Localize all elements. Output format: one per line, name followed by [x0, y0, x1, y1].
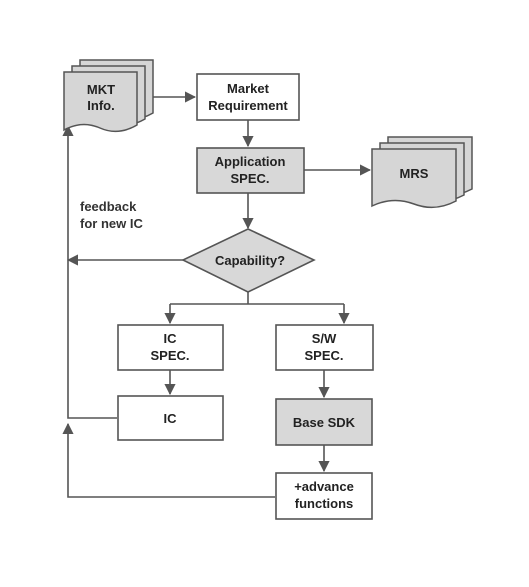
mkt-info-line-1: MKT [87, 82, 115, 97]
base-sdk-box: Base SDK [275, 398, 373, 446]
advance-functions-line-2: functions [295, 496, 354, 511]
advance-functions-line-1: +advance [294, 479, 354, 494]
mkt-info-document: MKT Info. [63, 59, 154, 133]
application-spec-line-2: SPEC. [230, 171, 269, 186]
ic-spec-line-2: SPEC. [150, 348, 189, 363]
arrow-ic-feedback-to-mkt [62, 124, 117, 419]
mkt-info-line-2: Info. [87, 98, 114, 113]
application-spec-box: Application SPEC. [196, 147, 305, 194]
capability-decision: Capability? [181, 228, 316, 293]
market-requirement-line-2: Requirement [208, 98, 288, 113]
sw-spec-line-1: S/W [312, 331, 337, 346]
market-requirement-box: Market Requirement [196, 73, 300, 121]
base-sdk-label: Base SDK [293, 415, 356, 430]
market-requirement-line-1: Market [227, 81, 270, 96]
feedback-label-line-2: for new IC [80, 216, 143, 231]
connectors [62, 91, 372, 498]
mrs-label: MRS [400, 166, 429, 181]
ic-label: IC [164, 411, 178, 426]
capability-label: Capability? [215, 253, 285, 268]
sw-spec-box: S/W SPEC. [275, 324, 374, 371]
arrow-advance-feedback [62, 422, 275, 498]
ic-box: IC [117, 395, 224, 441]
feedback-label-line-1: feedback [80, 199, 137, 214]
ic-spec-box: IC SPEC. [117, 324, 224, 371]
sw-spec-line-2: SPEC. [304, 348, 343, 363]
advance-functions-box: +advance functions [275, 472, 373, 520]
mrs-document: MRS [371, 136, 473, 209]
application-spec-line-1: Application [215, 154, 286, 169]
ic-spec-line-1: IC [164, 331, 178, 346]
